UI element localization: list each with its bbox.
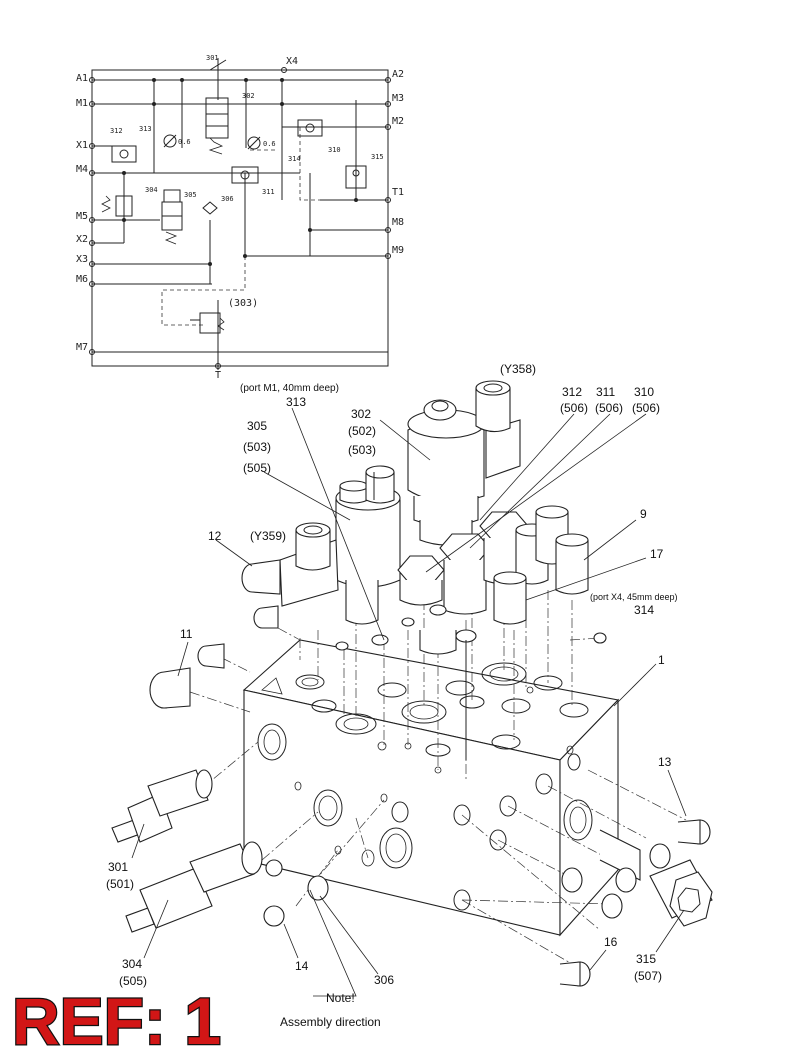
plug-14	[263, 905, 285, 927]
callout-313: 313	[286, 395, 306, 409]
port-label: M1	[76, 98, 88, 109]
callout-16: 16	[604, 935, 618, 949]
component-label: 305	[184, 191, 197, 199]
port-label: M9	[392, 245, 404, 256]
callout-306: 306	[374, 973, 394, 987]
small-cartridges	[373, 472, 589, 625]
callout-305: 305	[247, 419, 267, 433]
callout-310: 310	[634, 385, 654, 399]
callout-311: 311	[596, 385, 615, 399]
solenoid-coil-305	[279, 465, 401, 625]
callouts: (Y358) (port M1, 40mm deep) 313 305 (503…	[106, 362, 678, 1029]
callout-14: 14	[295, 959, 309, 973]
component-label: 304	[145, 186, 158, 194]
callout-310-ref: (506)	[632, 401, 660, 415]
callout-305-ref1: (503)	[243, 440, 271, 454]
port-label: X3	[76, 254, 88, 265]
component-label: 301	[206, 54, 219, 62]
callout-port-x4: (port X4, 45mm deep)	[590, 592, 678, 602]
port-label: X4	[286, 56, 298, 67]
top-components	[149, 380, 607, 760]
component-label: (303)	[228, 298, 258, 309]
callout-312-ref: (506)	[560, 401, 588, 415]
callout-11: 11	[180, 627, 193, 641]
callout-304-ref: (505)	[119, 974, 147, 988]
right-fittings	[559, 819, 713, 987]
assembly-direction-label: Assembly direction	[280, 1015, 381, 1029]
callout-y358: (Y358)	[500, 362, 536, 376]
callout-302-ref2: (503)	[348, 443, 376, 457]
port-label: M8	[392, 217, 404, 228]
relief-valve-301	[111, 769, 213, 843]
callout-port-m1: (port M1, 40mm deep)	[240, 383, 339, 394]
callout-305-ref2: (505)	[243, 461, 271, 475]
callout-302: 302	[351, 407, 371, 421]
callout-12: 12	[208, 529, 222, 543]
assembly-lines-sides	[189, 627, 687, 965]
port-label: M7	[76, 342, 88, 353]
port-label: T	[215, 370, 221, 381]
check-valve-306	[307, 875, 329, 901]
orifice-size-label: 0.6	[263, 140, 276, 148]
valve-304	[125, 841, 263, 933]
component-label: 312	[110, 127, 123, 135]
callout-311-ref: (506)	[595, 401, 623, 415]
callout-1: 1	[658, 653, 665, 667]
port-label: A1	[76, 73, 88, 84]
solenoid-coil-302	[407, 380, 521, 546]
port-label: M3	[392, 93, 404, 104]
side-components	[111, 769, 713, 987]
port-label: M5	[76, 211, 88, 222]
plugs-and-fittings	[149, 559, 607, 760]
callout-315: 315	[636, 952, 656, 966]
port-label: T1	[392, 187, 404, 198]
callout-312: 312	[562, 385, 582, 399]
component-label: 306	[221, 195, 234, 203]
ref-title: REF: 1	[12, 984, 221, 1053]
callout-13: 13	[658, 755, 672, 769]
hydraulic-schematic: A1 M1 X1 M4 M5 X2 X3 M6 M7 A2 M3 M2 T1 M…	[76, 54, 404, 381]
callout-314: 314	[634, 603, 654, 617]
callout-y359: (Y359)	[250, 529, 286, 543]
callout-304: 304	[122, 957, 142, 971]
port-label: M4	[76, 164, 88, 175]
component-label: 313	[139, 125, 152, 133]
leader-lines	[131, 407, 687, 997]
orifice-size-label: 0.6	[178, 138, 191, 146]
port-label: X1	[76, 140, 88, 151]
port-label: M2	[392, 116, 404, 127]
plug-small	[265, 859, 283, 877]
callout-315-ref: (507)	[634, 969, 662, 983]
component-label: 314	[288, 155, 301, 163]
note-label: Note!	[326, 991, 355, 1005]
callout-17: 17	[650, 547, 664, 561]
port-label: X2	[76, 234, 88, 245]
component-label: 315	[371, 153, 384, 161]
component-label: 310	[328, 146, 341, 154]
port-label: M6	[76, 274, 88, 285]
manifold-block	[242, 639, 620, 937]
callout-9: 9	[640, 507, 647, 521]
component-label: 302	[242, 92, 255, 100]
callout-302-ref1: (502)	[348, 424, 376, 438]
port-label: A2	[392, 69, 404, 80]
callout-301-ref: (501)	[106, 877, 134, 891]
component-label: 311	[262, 188, 275, 196]
callout-301: 301	[108, 860, 128, 874]
